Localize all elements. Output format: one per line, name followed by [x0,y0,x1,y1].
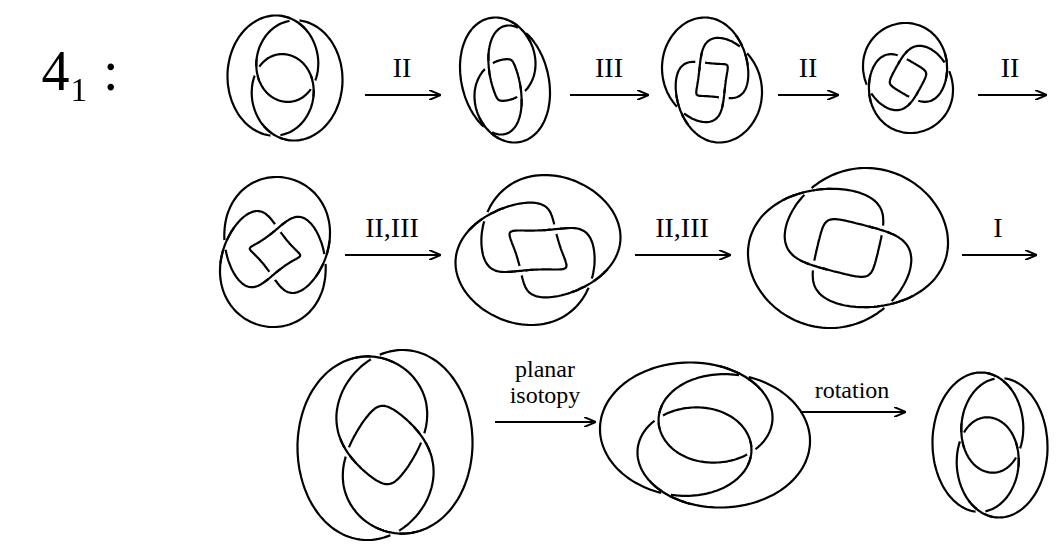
knot-diagram [460,18,550,143]
over-strand [1016,443,1019,466]
knot-diagram [456,175,621,325]
over-strand [509,270,532,272]
move-arrow [345,254,440,256]
over-strand [352,356,393,362]
move-label: rotation [815,377,890,403]
move-label: I [993,213,1002,244]
over-strand [784,189,831,200]
move-arrow [962,254,1036,256]
over-strand [898,52,907,64]
knot-diagram [298,350,473,540]
knot-strand [662,18,762,143]
over-strand [376,528,417,534]
knot-diagram [933,373,1048,518]
over-strand [341,439,356,463]
knot-strand [933,373,1048,518]
move-arrow [570,94,648,96]
move-arrow [495,421,595,423]
over-strand [270,222,285,234]
over-strand [311,76,314,96]
move-label: II [1001,53,1020,84]
knot-strand [600,363,810,508]
move-arrow [778,94,838,96]
over-strand [961,424,964,447]
over-strand [544,228,567,230]
over-strand [265,270,280,282]
over-strand [969,502,993,518]
move-arrow [978,94,1046,96]
over-strand [722,89,724,107]
over-strand [488,54,490,76]
move-label: planar isotopy [500,356,590,409]
knot-strand [456,175,621,325]
over-strand [414,427,429,451]
over-strand [865,296,912,307]
over-strand [748,441,751,464]
knot-strand [863,23,953,133]
over-strand [573,269,608,292]
knot-name: 4₁ : [41,41,118,103]
move-arrow [365,94,440,96]
knot-diagram [220,177,330,327]
over-strand [520,84,522,106]
knot-diagram [662,18,762,143]
over-strand [282,16,306,29]
over-strand [659,406,662,429]
over-strand [676,95,687,124]
move-label: II,III [655,213,709,244]
over-strand [987,373,1011,389]
move-arrow [800,411,905,413]
move-arrow [635,254,730,256]
knot-strand [748,168,948,328]
over-strand [317,241,330,275]
knot-strand [298,350,473,540]
over-strand [870,227,895,236]
over-strand [945,54,947,80]
knot-diagram [600,363,810,508]
over-strand [469,208,504,231]
knot-diagram [748,168,948,328]
over-strand [909,93,918,105]
move-label: II,III [365,213,419,244]
move-label: II [393,53,412,84]
over-strand [480,118,499,138]
over-strand [512,22,531,42]
move-label: II [799,53,818,84]
over-strand [736,36,747,65]
over-strand [699,54,701,72]
over-strand [869,76,871,102]
move-label: III [595,53,623,84]
knot-diagram [228,15,343,140]
over-strand [650,482,689,504]
knot-diagrams [220,15,1048,540]
knot-strand [220,177,330,327]
over-strand [802,261,827,270]
knot-diagram [863,23,953,133]
over-strand [221,229,234,263]
over-strand [264,127,288,140]
over-strand [720,366,759,388]
knot-strand [228,16,343,141]
over-strand [256,60,259,80]
knot-strand [460,18,550,143]
